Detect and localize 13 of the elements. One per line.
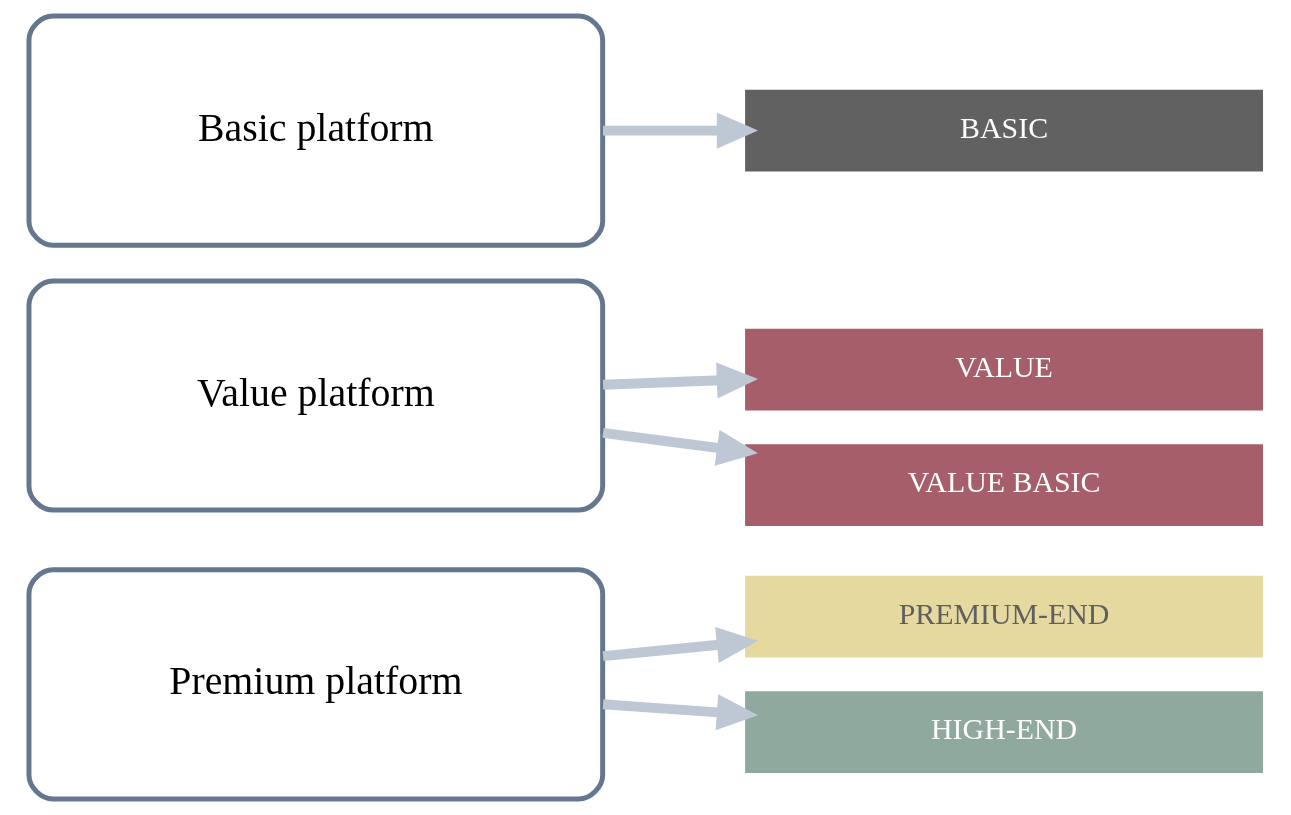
node-box: Basic platform: [26, 13, 606, 248]
node-box: BASIC: [745, 89, 1264, 172]
node-box: HIGH-END: [745, 691, 1264, 774]
node-box: Value platform: [26, 278, 606, 513]
node-box: Premium platform: [26, 567, 606, 802]
arrow: [602, 428, 758, 466]
node-box: VALUE BASIC: [745, 444, 1264, 527]
arrow: [602, 694, 759, 731]
node-box: VALUE: [745, 328, 1264, 411]
arrow: [603, 112, 759, 149]
arrow: [602, 362, 759, 399]
node-box: PREMIUM-END: [745, 575, 1264, 658]
arrow: [602, 626, 759, 663]
